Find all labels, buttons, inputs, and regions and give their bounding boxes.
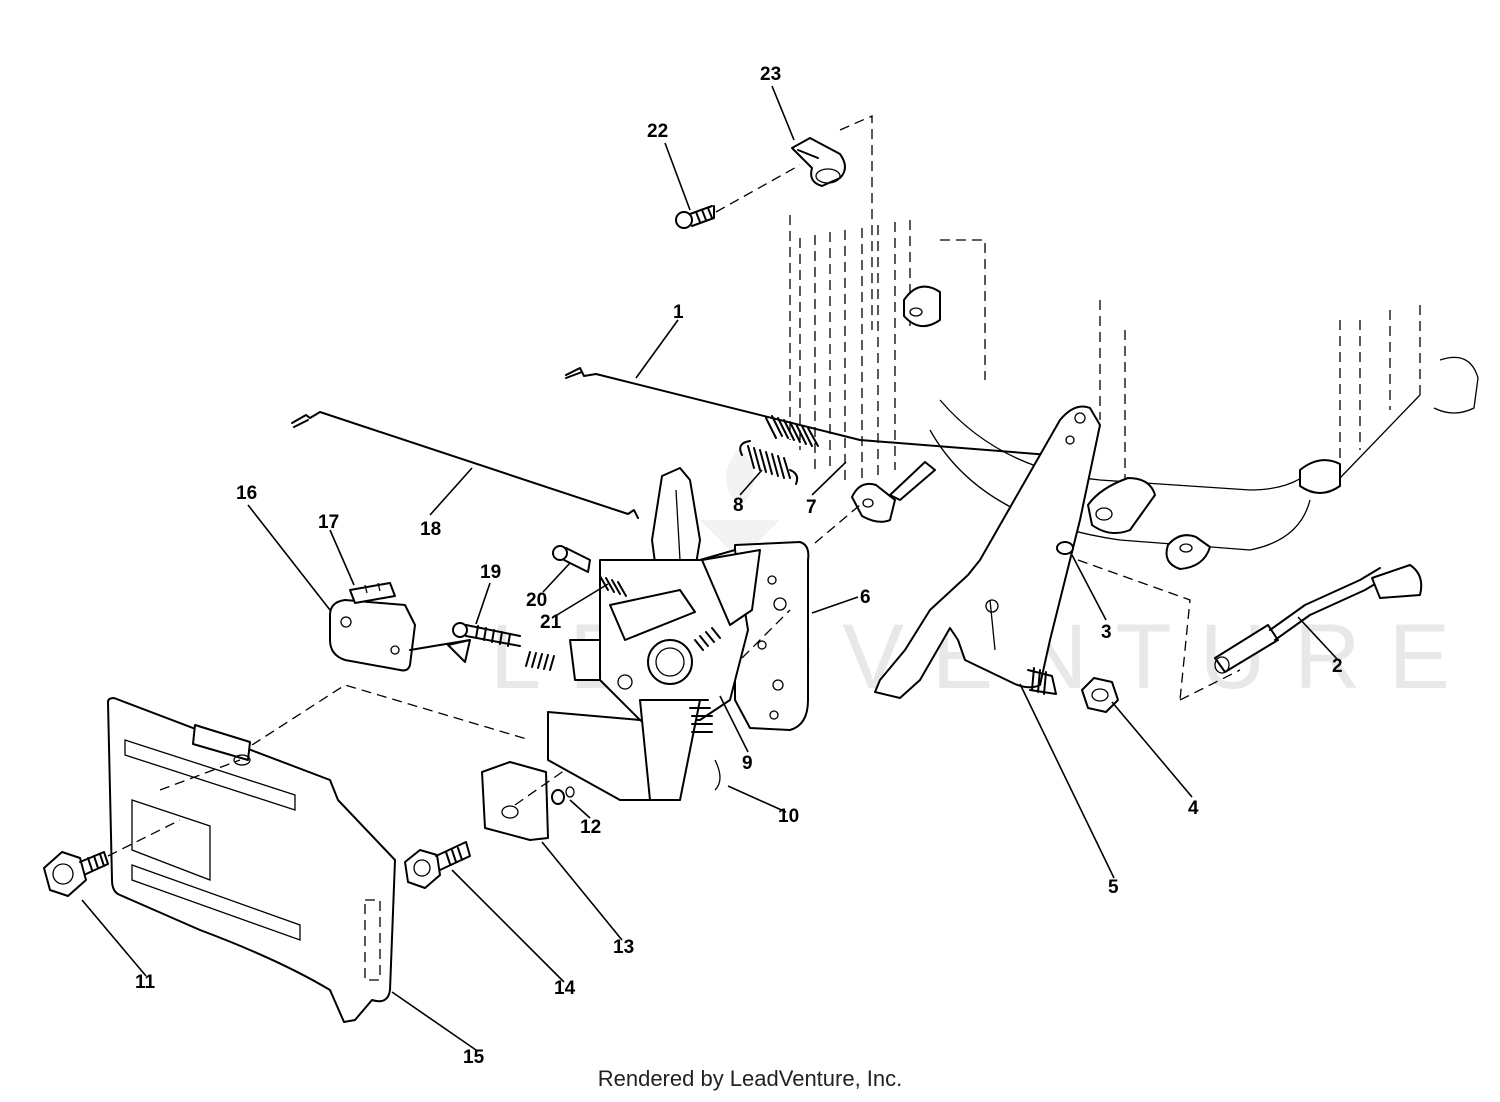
callout-20: 20: [526, 590, 547, 611]
callout-5: 5: [1108, 877, 1119, 898]
callout-19: 19: [480, 562, 501, 583]
engine-block: [789, 215, 1479, 570]
part-4-nut: [1081, 677, 1119, 713]
callout-23: 23: [760, 64, 781, 85]
part-23-clip: [791, 115, 873, 330]
callout-18: 18: [420, 519, 441, 540]
control-base: [547, 467, 761, 801]
callout-13: 13: [613, 937, 634, 958]
callout-9: 9: [742, 753, 753, 774]
part-22-screw: [675, 164, 801, 229]
callout-8: 8: [733, 495, 744, 516]
part-5-lever: [874, 405, 1101, 699]
callout-16: 16: [236, 483, 257, 504]
credit-caption: Rendered by LeadVenture, Inc.: [597, 1066, 903, 1091]
assembly-lines: [741, 504, 1191, 701]
part-15-panel: [107, 684, 531, 1023]
bushing: [851, 477, 1156, 535]
part-20-screw: [552, 545, 627, 597]
callout-1: 1: [673, 302, 684, 323]
part-1-rod: [565, 367, 1051, 456]
part-16-17-plate: [329, 582, 471, 672]
callout-22: 22: [647, 121, 668, 142]
part-8-spring: [739, 440, 799, 485]
callout-3: 3: [1101, 622, 1112, 643]
callout-12: 12: [580, 817, 601, 838]
part-3-washer: [1056, 541, 1074, 555]
callout-21: 21: [540, 612, 562, 633]
callout-14: 14: [554, 978, 576, 999]
part-18-rod: [291, 411, 639, 519]
part-12-pin: [551, 786, 575, 805]
callout-15: 15: [463, 1047, 485, 1068]
part-11-bolt: [43, 819, 181, 897]
leader-lines: [81, 85, 1339, 1051]
watermark-logo-icon: [700, 448, 780, 560]
callout-7: 7: [806, 497, 817, 518]
callout-labels: 1 2 3 4 5 6 7 8 9 10 11 12 13 14 15 16 1…: [135, 64, 1343, 1068]
part-7-link: [889, 461, 936, 501]
callout-4: 4: [1188, 798, 1199, 819]
callout-2: 2: [1332, 656, 1343, 677]
part-19-screw: [452, 622, 521, 647]
part-13-clamp: [481, 761, 566, 841]
part-2-crank: [1179, 564, 1423, 701]
callout-6: 6: [860, 587, 871, 608]
part-14-bolt: [404, 841, 471, 889]
callout-11: 11: [135, 972, 156, 993]
callout-10: 10: [778, 806, 799, 827]
part-21-spring: [525, 651, 555, 671]
callout-17: 17: [318, 512, 339, 533]
